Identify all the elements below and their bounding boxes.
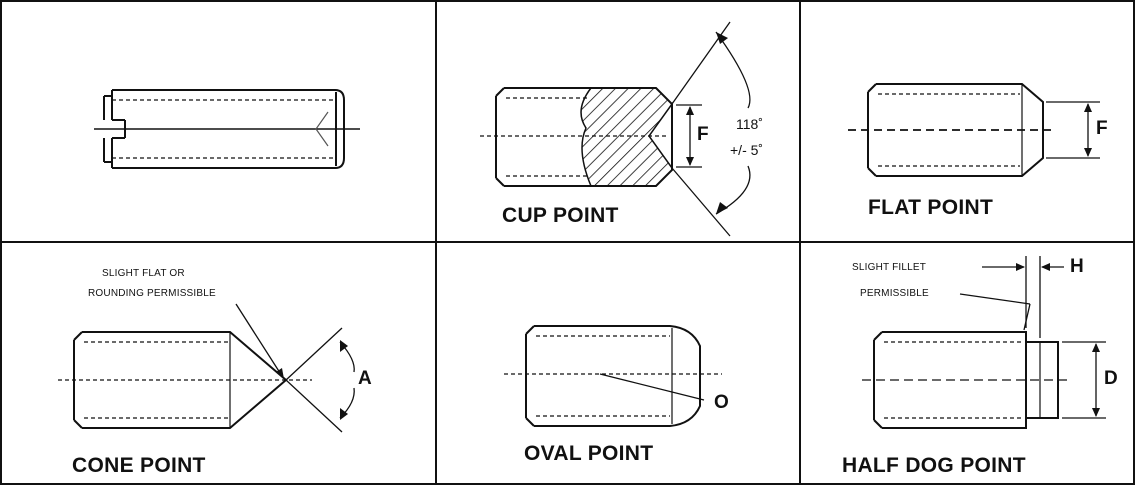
cone-dimension-a: A — [358, 368, 372, 389]
oval-point-title: OVAL POINT — [524, 442, 654, 465]
halfdog-note-line1: SLIGHT FILLET — [852, 262, 927, 273]
cell-flat-point: F FLAT POINT — [800, 0, 1135, 242]
slotted-screw-drawing — [94, 89, 360, 169]
cup-angle-label: 118˚ — [736, 116, 763, 132]
flat-point-drawing — [848, 83, 1100, 177]
halfdog-note-line2: PERMISSIBLE — [860, 288, 929, 299]
half-dog-point-title: HALF DOG POINT — [842, 454, 1026, 477]
cup-point-title: CUP POINT — [502, 204, 619, 227]
cone-point-title: CONE POINT — [72, 454, 206, 477]
halfdog-dimension-h: H — [1070, 256, 1084, 277]
cell-cup-point: F 118˚ +/- 5˚ CUP POINT — [436, 0, 800, 242]
halfdog-dimension-d: D — [1104, 368, 1118, 389]
cell-cone-point: SLIGHT FLAT OR ROUNDING PERMISSIBLE A CO… — [0, 242, 436, 485]
cell-half-dog-point: SLIGHT FILLET PERMISSIBLE H D HALF DOG P… — [800, 242, 1135, 485]
cup-tolerance-label: +/- 5˚ — [730, 142, 764, 158]
cone-point-drawing — [58, 303, 355, 433]
cell-oval-point: O OVAL POINT — [436, 242, 800, 485]
flat-point-title: FLAT POINT — [868, 196, 994, 219]
flat-dimension-f: F — [1096, 118, 1108, 139]
cell-slotted-screw — [0, 0, 436, 242]
cup-dimension-f: F — [697, 124, 709, 145]
oval-dimension-o: O — [714, 392, 729, 413]
cup-point-drawing — [480, 21, 751, 237]
half-dog-point-drawing — [862, 256, 1106, 429]
oval-point-drawing — [504, 325, 722, 427]
cone-note-line1: SLIGHT FLAT OR — [102, 268, 185, 279]
cone-note-line2: ROUNDING PERMISSIBLE — [88, 288, 216, 299]
